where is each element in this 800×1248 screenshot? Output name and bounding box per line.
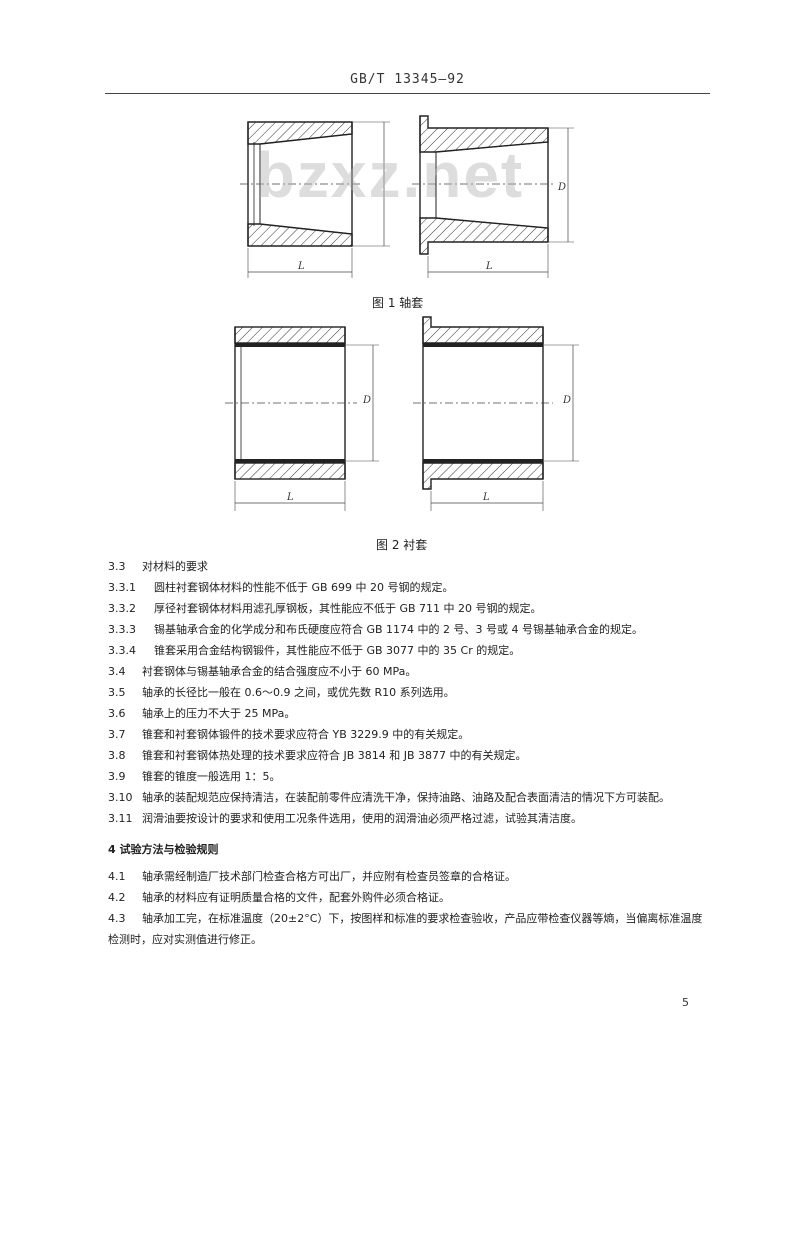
section-4-title: 4 试验方法与检验规则	[108, 843, 219, 856]
clause-number: 4.3	[108, 912, 126, 925]
figure-1-left-section: L	[240, 121, 390, 278]
section-4-list: 4.1 轴承需经制造厂技术部门检查合格方可出厂，并应附有检查员签章的合格证。 4.2…	[108, 866, 710, 950]
clause-item: 3.3.2 厚径衬套钢体材料用滤孔厚钢板，其性能应不低于 GB 711 中 20 …	[108, 598, 710, 619]
clause-number: 3.3.1	[108, 581, 136, 594]
clause-number: 3.9	[108, 770, 126, 783]
clause-item: 4.1 轴承需经制造厂技术部门检查合格方可出厂，并应附有检查员签章的合格证。	[108, 866, 710, 887]
clause-text: 轴承需经制造厂技术部门检查合格方可出厂，并应附有检查员签章的合格证。	[142, 870, 516, 883]
clause-number: 3.7	[108, 728, 126, 741]
figure-1-diameter-label: D	[557, 182, 566, 193]
standard-number: GB/T 13345—92	[350, 72, 465, 87]
clause-item: 3.3 对材料的要求	[108, 556, 710, 577]
clause-text: 圆柱衬套钢体材料的性能不低于 GB 699 中 20 号钢的规定。	[154, 581, 454, 594]
body-text: 3.3 对材料的要求 3.3.1 圆柱衬套钢体材料的性能不低于 GB 699 中 20…	[108, 556, 710, 950]
figure-2-left-length-label: L	[286, 492, 294, 503]
clause-item: 3.7 锥套和衬套钢体锻件的技术要求应符合 YB 3229.9 中的有关规定。	[108, 724, 710, 745]
clause-text: 锥套采用合金结构钢锻件，其性能应不低于 GB 3077 中的 35 Cr 的规定…	[154, 644, 521, 657]
clause-text: 润滑油要按设计的要求和使用工况条件选用，使用的润滑油必须严格过滤，试验其清洁度。	[142, 812, 582, 825]
figure-2-right-length-label: L	[482, 492, 490, 503]
clause-item: 3.4 衬套钢体与锡基轴承合金的结合强度应不小于 60 MPa。	[108, 661, 710, 682]
figure-1-right-length-label: L	[485, 261, 493, 272]
clause-text: 轴承的装配规范应保持清洁，在装配前零件应清洗干净，保持油路、油路及配合表面清洁的…	[142, 791, 670, 804]
clause-number: 3.6	[108, 707, 126, 720]
clause-item: 3.9 锥套的锥度一般选用 1：5。	[108, 766, 710, 787]
clause-text: 厚径衬套钢体材料用滤孔厚钢板，其性能应不低于 GB 711 中 20 号钢的规定…	[154, 602, 542, 615]
clause-number: 4.1	[108, 870, 126, 883]
clause-number: 3.10	[108, 791, 133, 804]
figure-2-left-section: D L	[225, 326, 379, 511]
clause-item: 3.6 轴承上的压力不大于 25 MPa。	[108, 703, 710, 724]
figure-1-bushing-drawing: L D L	[240, 115, 574, 278]
page-number: 5	[682, 996, 689, 1009]
clause-item: 3.3.1 圆柱衬套钢体材料的性能不低于 GB 699 中 20 号钢的规定。	[108, 577, 710, 598]
clause-text: 轴承的材料应有证明质量合格的文件，配套外购件必须合格证。	[142, 891, 450, 904]
clause-text: 锡基轴承合金的化学成分和布氏硬度应符合 GB 1174 中的 2 号、3 号或 …	[154, 623, 644, 636]
header-rule	[105, 93, 710, 94]
clause-item: 3.8 锥套和衬套钢体热处理的技术要求应符合 JB 3814 和 JB 3877 …	[108, 745, 710, 766]
figure-1-left-length-label: L	[297, 261, 305, 272]
clause-item: 3.5 轴承的长径比一般在 0.6～0.9 之间，或优先数 R10 系列选用。	[108, 682, 710, 703]
clause-item: 3.10 轴承的装配规范应保持清洁，在装配前零件应清洗干净，保持油路、油路及配合表…	[108, 787, 710, 808]
clause-text: 轴承上的压力不大于 25 MPa。	[142, 707, 296, 720]
clause-number: 3.3.2	[108, 602, 136, 615]
clause-number: 3.3.4	[108, 644, 136, 657]
figure-1-right-section: D L	[412, 115, 574, 278]
figure-2-liner-drawing: D L D L	[225, 316, 579, 511]
figure-1-caption: 图 1 轴套	[372, 296, 424, 310]
figure-2-right-diameter-label: D	[562, 395, 571, 406]
clause-item: 3.3.3 锡基轴承合金的化学成分和布氏硬度应符合 GB 1174 中的 2 号、…	[108, 619, 710, 640]
clause-number: 3.3	[108, 560, 126, 573]
clause-text: 对材料的要求	[142, 560, 208, 573]
clause-text: 轴承的长径比一般在 0.6～0.9 之间，或优先数 R10 系列选用。	[142, 686, 455, 699]
clause-text: 轴承加工完，在标准温度（20±2°C）下，按图样和标准的要求检查验收，产品应带检…	[108, 912, 703, 946]
clause-text: 衬套钢体与锡基轴承合金的结合强度应不小于 60 MPa。	[142, 665, 417, 678]
clause-text: 锥套和衬套钢体热处理的技术要求应符合 JB 3814 和 JB 3877 中的有…	[142, 749, 527, 762]
clause-item: 4.2 轴承的材料应有证明质量合格的文件，配套外购件必须合格证。	[108, 887, 710, 908]
clause-number: 3.5	[108, 686, 126, 699]
page-header: GB/T 13345—92	[105, 72, 710, 94]
clause-number: 4.2	[108, 891, 126, 904]
figure-2-caption: 图 2 衬套	[376, 538, 428, 552]
figure-2-left-diameter-label: D	[362, 395, 371, 406]
clause-number: 3.4	[108, 665, 126, 678]
clause-item: 3.11 润滑油要按设计的要求和使用工况条件选用，使用的润滑油必须严格过滤，试验其…	[108, 808, 710, 829]
figure-2-right-section: D L	[413, 316, 579, 511]
clause-text: 锥套和衬套钢体锻件的技术要求应符合 YB 3229.9 中的有关规定。	[142, 728, 470, 741]
clause-number: 3.8	[108, 749, 126, 762]
clause-text: 锥套的锥度一般选用 1：5。	[142, 770, 281, 783]
clause-item: 3.3.4 锥套采用合金结构钢锻件，其性能应不低于 GB 3077 中的 35 C…	[108, 640, 710, 661]
requirements-list: 3.3 对材料的要求 3.3.1 圆柱衬套钢体材料的性能不低于 GB 699 中 20…	[108, 556, 710, 829]
clause-number: 3.3.3	[108, 623, 136, 636]
clause-number: 3.11	[108, 812, 133, 825]
